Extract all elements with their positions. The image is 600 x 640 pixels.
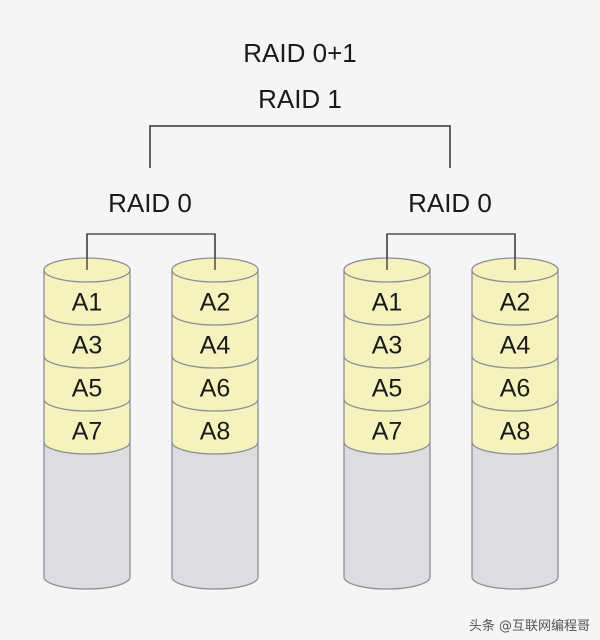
disk-block [171, 269, 259, 326]
watermark: 头条 @互联网编程哥 [468, 619, 590, 634]
disk-block [171, 355, 259, 412]
block-label: A7 [372, 418, 403, 446]
title-raid1: RAID 1 [258, 84, 342, 114]
disk-block [43, 312, 131, 369]
disk-empty-space [343, 441, 431, 590]
block-label: A3 [372, 332, 403, 360]
block-label: A5 [72, 375, 103, 403]
disk-block [343, 398, 431, 455]
disk-empty-space [43, 441, 131, 590]
disk-empty-space [471, 441, 559, 590]
disk-empty-space [171, 441, 259, 590]
block-label: A2 [200, 289, 231, 317]
group-label-left: RAID 0 [108, 188, 192, 218]
block-label: A3 [72, 332, 103, 360]
disk-block [471, 269, 559, 326]
block-label: A4 [200, 332, 231, 360]
block-label: A8 [200, 418, 231, 446]
block-label: A1 [72, 289, 103, 317]
disk-block [471, 312, 559, 369]
disk-block [471, 398, 559, 455]
disk-block [343, 312, 431, 369]
disk-block [171, 398, 259, 455]
mirror-connector [149, 125, 451, 168]
disk-block [471, 355, 559, 412]
block-label: A5 [372, 375, 403, 403]
block-label: A6 [200, 375, 231, 403]
block-label: A6 [500, 375, 531, 403]
block-label: A7 [72, 418, 103, 446]
group-label-right: RAID 0 [408, 188, 492, 218]
block-label: A1 [372, 289, 403, 317]
disk-block [343, 355, 431, 412]
disk-block [43, 269, 131, 326]
disk-block [43, 355, 131, 412]
title-raid01: RAID 0+1 [243, 38, 357, 68]
disk-block [343, 269, 431, 326]
block-label: A8 [500, 418, 531, 446]
block-label: A4 [500, 332, 531, 360]
disk-block [171, 312, 259, 369]
block-label: A2 [500, 289, 531, 317]
disk-block [43, 398, 131, 455]
